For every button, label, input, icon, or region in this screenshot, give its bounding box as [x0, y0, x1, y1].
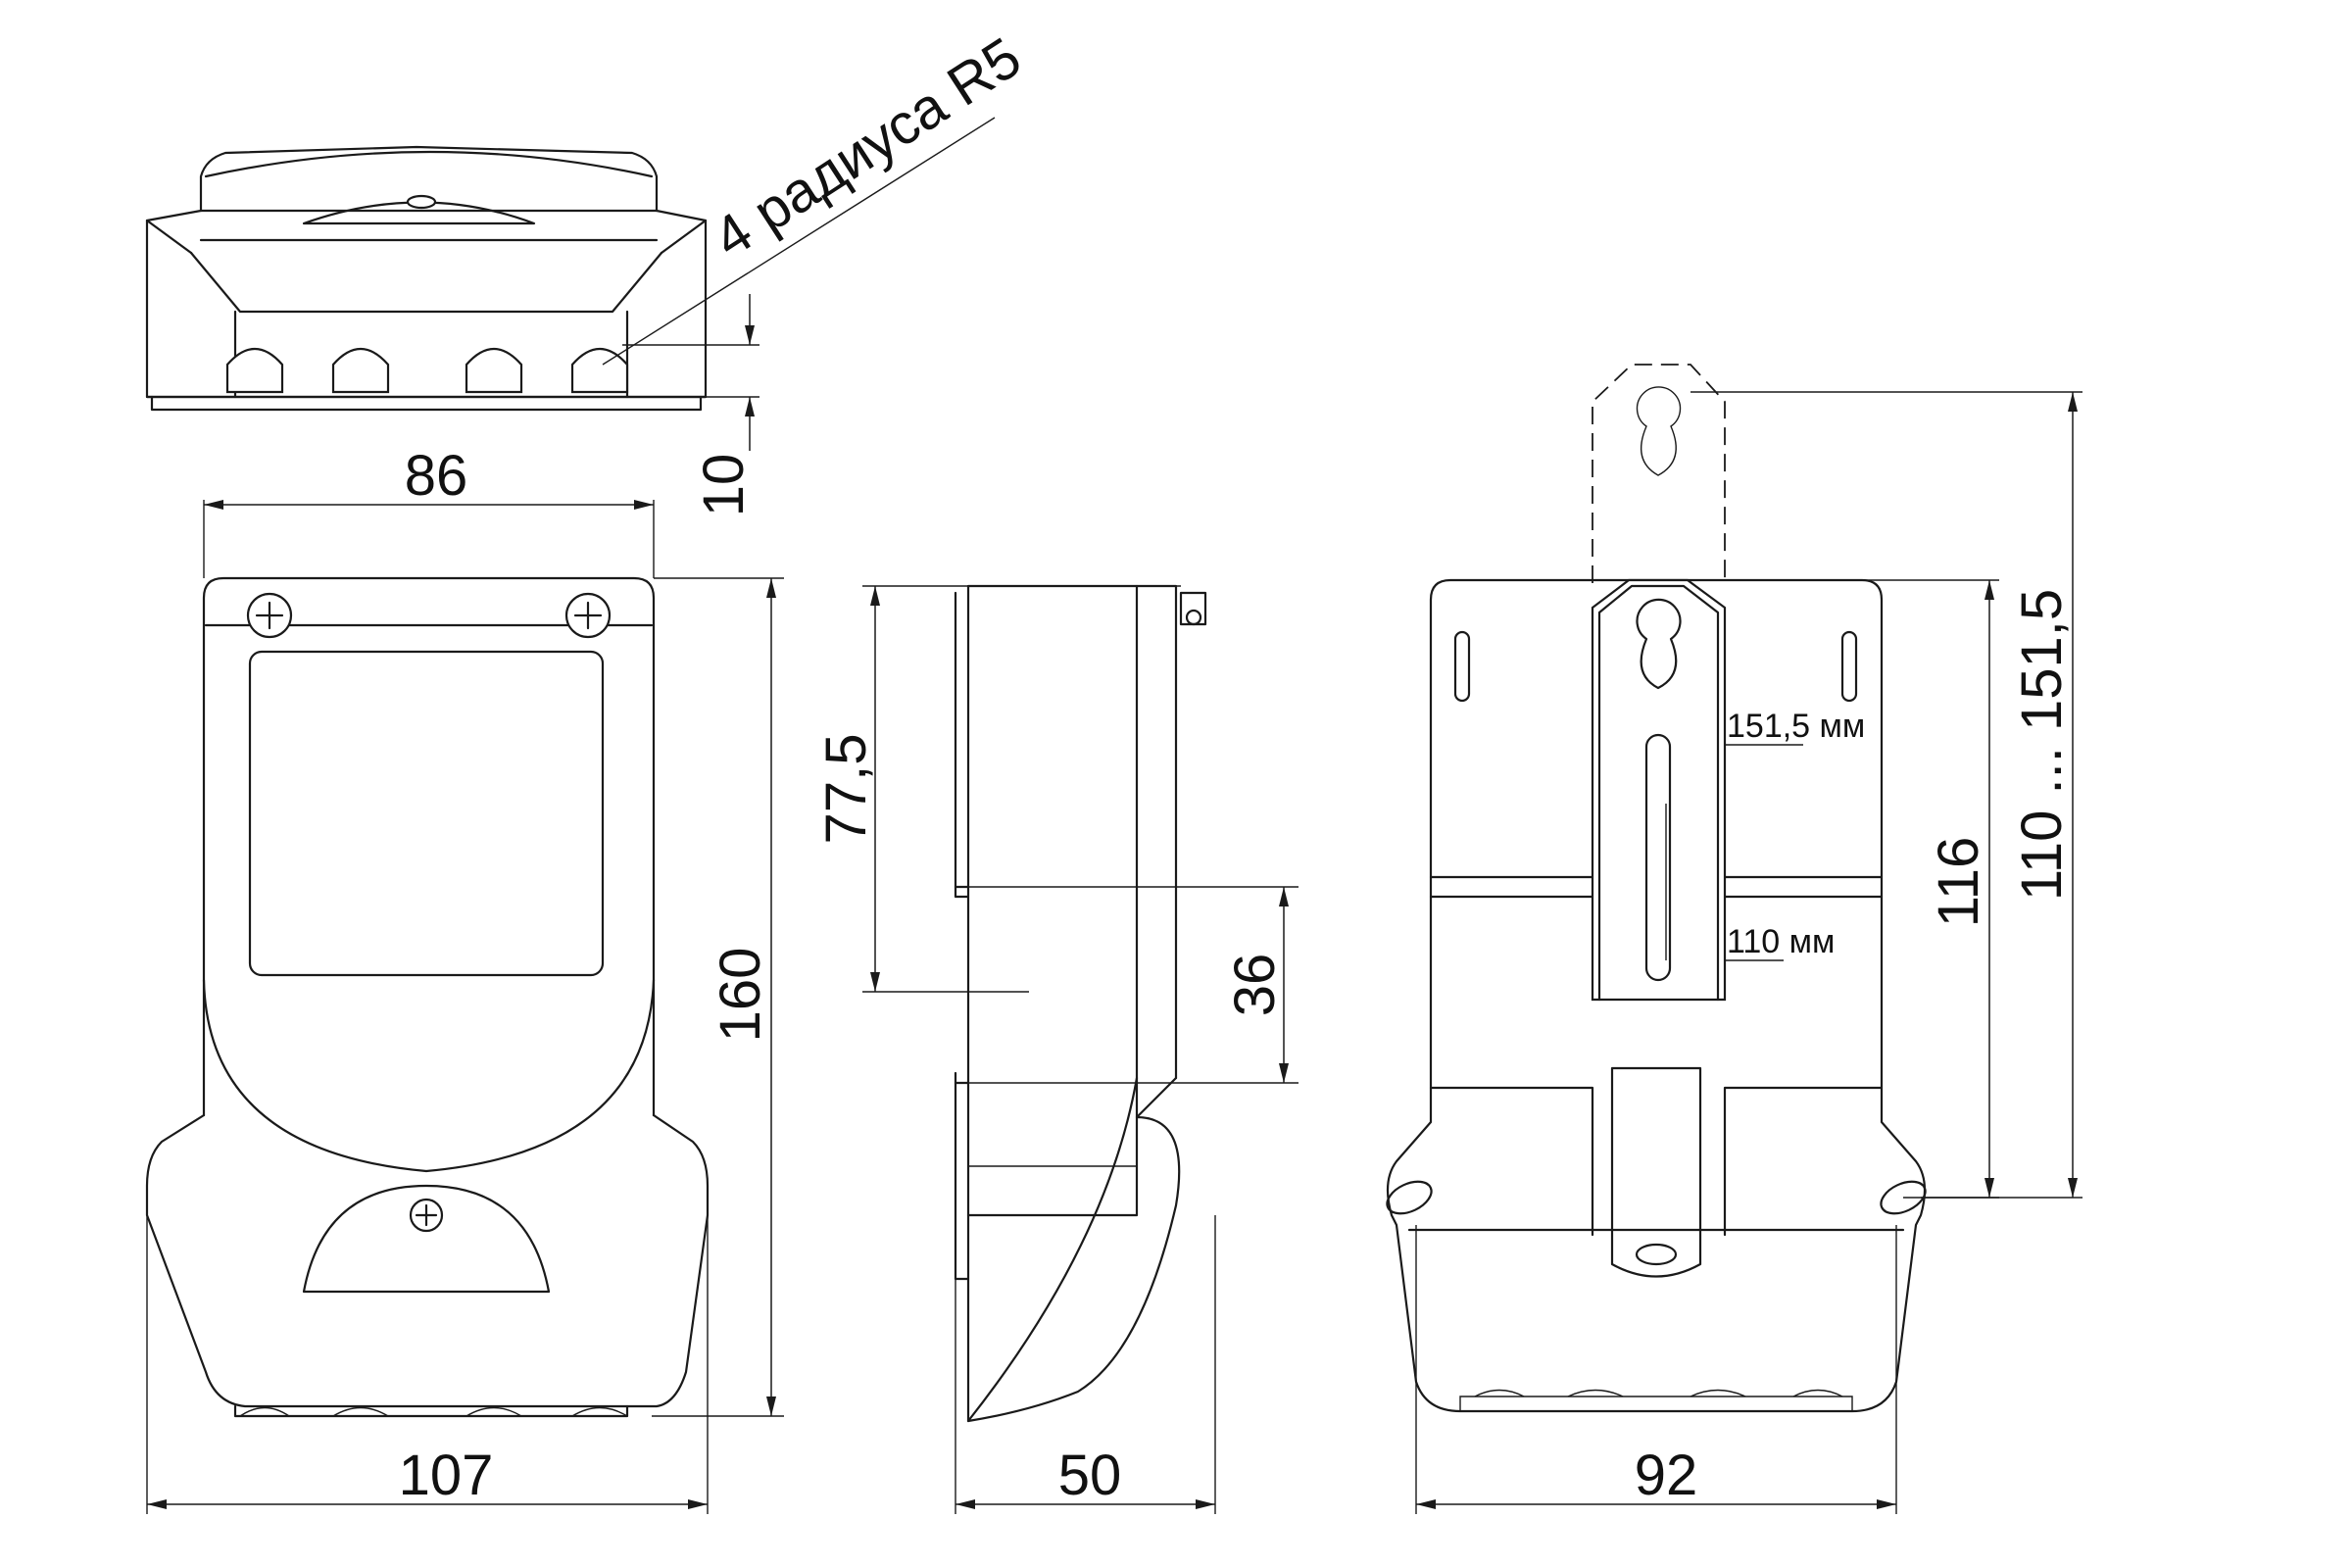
dim-92-label: 92: [1635, 1444, 1698, 1507]
dim-50-label: 50: [1058, 1444, 1122, 1507]
side-view: [862, 584, 1298, 1514]
top-view: [145, 117, 996, 451]
dim-10-label: 10: [692, 454, 756, 517]
front-view: [145, 500, 784, 1514]
mark-151-5-label: 151,5 мм: [1727, 708, 1865, 745]
dim-116-label: 116: [1927, 837, 1990, 927]
screw-icon-top-left: [246, 592, 293, 639]
screw-icon-cover: [409, 1198, 444, 1233]
terminal-openings: [225, 348, 629, 394]
terminal-cover: [302, 1184, 551, 1294]
dim-107-label: 107: [399, 1444, 494, 1507]
display-window: [248, 650, 605, 977]
dim-range-label: 110 ... 151,5: [2010, 589, 2074, 901]
radius-note: 4 радиуса R5: [703, 25, 1032, 270]
dim-36-label: 36: [1223, 954, 1287, 1017]
radius-leader: [602, 117, 996, 366]
back-view: [1386, 364, 2082, 1514]
screw-icon-top-right: [564, 592, 612, 639]
mark-110-label: 110 мм: [1727, 923, 1835, 960]
dim-160-label: 160: [709, 948, 772, 1043]
dim-86-label: 86: [405, 444, 468, 508]
dim-77-5-label: 77,5: [814, 734, 878, 845]
